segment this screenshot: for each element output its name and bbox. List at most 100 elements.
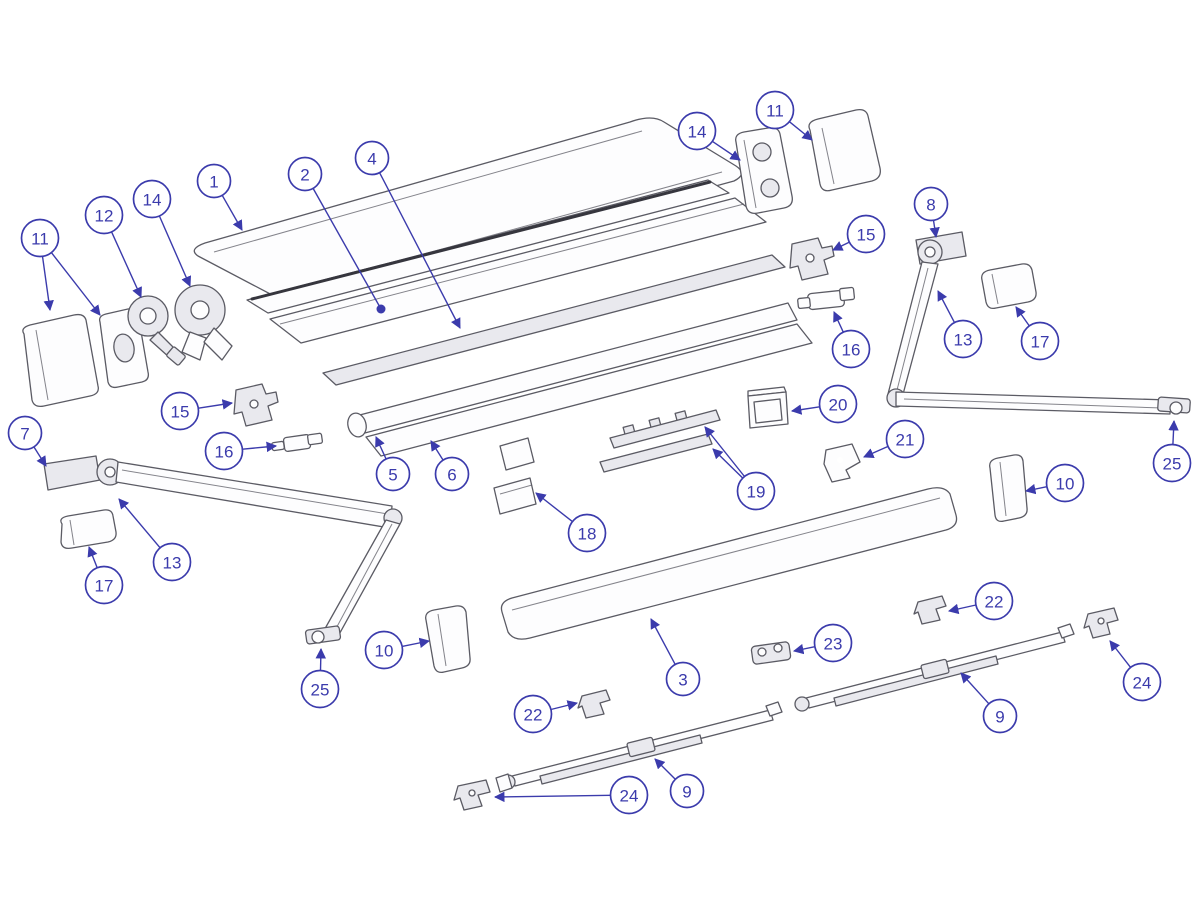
callout-number: 1 bbox=[209, 173, 218, 192]
leader-line bbox=[50, 252, 101, 316]
part-end-cap-left-outer bbox=[22, 313, 99, 408]
callout-6: 6 bbox=[430, 440, 470, 492]
leader-line bbox=[535, 492, 573, 523]
part-middle-panel bbox=[269, 197, 767, 344]
callout-11: 11 bbox=[20, 218, 101, 316]
callout-14: 14 bbox=[132, 179, 192, 287]
callout-24: 24 bbox=[1109, 640, 1162, 702]
callout-number: 10 bbox=[1056, 475, 1075, 494]
leader-line bbox=[401, 637, 431, 649]
callout-25: 25 bbox=[300, 647, 340, 709]
callout-number: 13 bbox=[163, 554, 182, 573]
callout-balloon bbox=[567, 513, 607, 553]
leader-line bbox=[242, 441, 278, 453]
leader-line bbox=[832, 241, 850, 251]
part-crank-knob bbox=[127, 295, 186, 366]
leader-line bbox=[118, 498, 161, 549]
callout-balloon bbox=[300, 669, 340, 709]
part-motor-connector-left bbox=[271, 432, 324, 453]
leader-line bbox=[1015, 306, 1030, 327]
callout-number: 16 bbox=[215, 443, 234, 462]
leader-line bbox=[550, 700, 579, 711]
part-tension-rafter-left bbox=[495, 701, 783, 793]
part-top-profile bbox=[246, 179, 730, 314]
part-awning-bracket bbox=[823, 443, 861, 483]
callout-23: 23 bbox=[792, 623, 853, 663]
part-lead-rail-cap-right bbox=[989, 454, 1028, 523]
callout-5: 5 bbox=[375, 436, 411, 492]
part-wall-clip-left bbox=[453, 779, 491, 811]
callout-22: 22 bbox=[947, 581, 1014, 621]
callout-1: 1 bbox=[196, 163, 243, 231]
callout-13: 13 bbox=[118, 498, 192, 582]
callout-number: 23 bbox=[824, 635, 843, 654]
callout-number: 7 bbox=[20, 425, 29, 444]
callout-number: 16 bbox=[842, 341, 861, 360]
callout-13: 13 bbox=[937, 290, 983, 359]
callout-balloon bbox=[831, 329, 871, 369]
callout-2: 2 bbox=[287, 156, 386, 314]
callout-17: 17 bbox=[84, 546, 124, 605]
part-wall-clip-right bbox=[1083, 607, 1119, 639]
part-tension-rafter-right bbox=[794, 623, 1075, 712]
leader-line bbox=[650, 618, 676, 665]
callout-number: 25 bbox=[1163, 455, 1182, 474]
callout-balloon bbox=[1020, 321, 1060, 361]
part-mounting-bracket-left bbox=[233, 383, 279, 427]
callout-balloon bbox=[1152, 443, 1192, 483]
leader-line bbox=[712, 448, 744, 479]
leader-line bbox=[863, 445, 889, 459]
callout-24: 24 bbox=[493, 775, 649, 815]
callout-balloon bbox=[84, 195, 124, 235]
part-end-cap-right bbox=[808, 108, 881, 192]
callout-balloon bbox=[7, 415, 43, 451]
leader-line bbox=[654, 758, 676, 780]
leader-line bbox=[929, 220, 940, 239]
callout-10: 10 bbox=[364, 630, 431, 670]
callout-number: 17 bbox=[95, 577, 114, 596]
callout-balloon bbox=[665, 661, 701, 697]
leader-line bbox=[947, 603, 977, 615]
leader-line bbox=[960, 672, 990, 705]
leader-line bbox=[430, 440, 444, 461]
callout-19: 19 bbox=[704, 426, 776, 511]
part-front-panel bbox=[500, 487, 958, 640]
callout-18: 18 bbox=[535, 492, 607, 553]
callout-balloon bbox=[813, 623, 853, 663]
callout-9: 9 bbox=[960, 672, 1018, 734]
leader-line bbox=[937, 290, 956, 323]
callout-21: 21 bbox=[863, 419, 925, 459]
part-arm-cap-left bbox=[60, 509, 117, 550]
part-bracket-right bbox=[735, 126, 793, 214]
callout-number: 9 bbox=[995, 708, 1004, 727]
callout-balloon bbox=[885, 419, 925, 459]
leader-line bbox=[790, 404, 820, 415]
callout-9: 9 bbox=[654, 758, 705, 809]
leader-line bbox=[110, 231, 142, 298]
callout-number: 21 bbox=[896, 431, 915, 450]
callout-3: 3 bbox=[650, 618, 701, 697]
callout-16: 16 bbox=[204, 431, 278, 471]
callout-balloon bbox=[20, 218, 60, 258]
callout-balloon bbox=[736, 471, 776, 511]
callout-8: 8 bbox=[913, 186, 949, 239]
part-support-plates bbox=[493, 437, 537, 515]
callout-number: 14 bbox=[143, 191, 162, 210]
callout-number: 11 bbox=[766, 102, 784, 121]
callout-balloon bbox=[1122, 662, 1162, 702]
part-lead-rail-cap-left bbox=[425, 605, 471, 674]
callout-balloon bbox=[846, 214, 886, 254]
callout-22: 22 bbox=[513, 694, 579, 734]
callout-number: 6 bbox=[447, 466, 456, 485]
leader-dot bbox=[376, 304, 386, 314]
part-arm-cap-right bbox=[981, 263, 1037, 310]
leader-line bbox=[833, 311, 844, 333]
leader-line bbox=[792, 643, 816, 655]
callout-10: 10 bbox=[1024, 463, 1085, 503]
callout-number: 24 bbox=[1133, 674, 1152, 693]
callout-number: 15 bbox=[857, 226, 876, 245]
callout-balloon bbox=[974, 581, 1014, 621]
callout-12: 12 bbox=[84, 195, 142, 298]
leader-line bbox=[41, 256, 54, 312]
